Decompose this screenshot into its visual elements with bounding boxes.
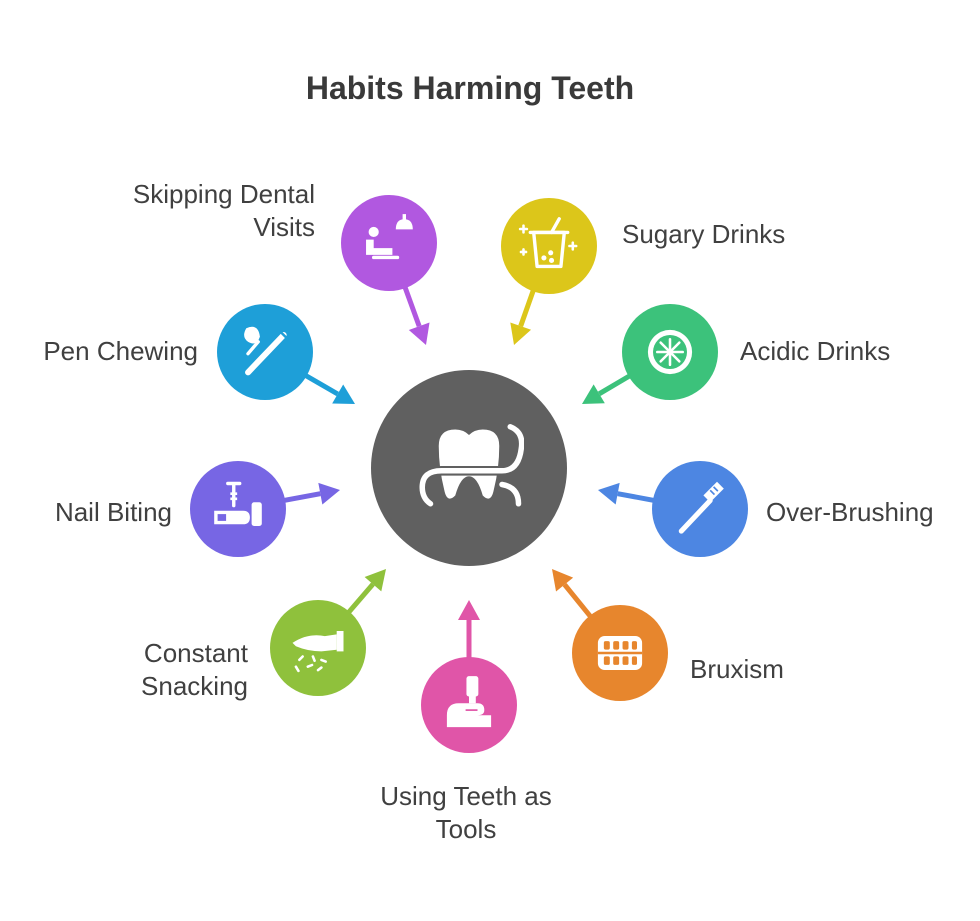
label-bruxism: Bruxism xyxy=(690,653,784,686)
arrow-head xyxy=(408,322,430,345)
label-line: Using Teeth as xyxy=(380,781,552,811)
label-line: Bruxism xyxy=(690,654,784,684)
arrow-shaft xyxy=(562,582,596,622)
label-over-brushing: Over-Brushing xyxy=(766,496,934,529)
arrow-nail-biting xyxy=(278,482,340,505)
arrow-head xyxy=(364,569,386,592)
arrow-sugary-drinks xyxy=(510,284,538,345)
node-sugary-drinks xyxy=(501,198,597,294)
label-line: Tools xyxy=(435,814,497,844)
citrus-slice-icon xyxy=(646,328,694,376)
center-hub xyxy=(371,370,567,566)
label-nail-biting: Nail Biting xyxy=(55,496,172,529)
arrow-head xyxy=(582,384,605,404)
node-skipping-dental-visits xyxy=(341,195,437,291)
arrow-constant-snacking xyxy=(343,569,386,618)
clenched-teeth-icon xyxy=(596,634,644,672)
arrow-shaft xyxy=(278,491,321,504)
arrow-shaft xyxy=(617,491,660,504)
node-pen-chewing xyxy=(217,304,313,400)
arrow-head xyxy=(510,322,532,345)
label-line: Snacking xyxy=(141,671,248,701)
label-line: Acidic Drinks xyxy=(740,336,891,366)
node-acidic-drinks xyxy=(622,304,718,400)
label-pen-chewing: Pen Chewing xyxy=(43,335,198,368)
arrow-bruxism xyxy=(552,569,596,622)
label-line: Skipping Dental xyxy=(132,179,315,209)
label-line: Pen Chewing xyxy=(43,336,198,366)
arrow-head xyxy=(458,600,480,620)
arrow-skipping-dental-visits xyxy=(400,281,430,345)
arrow-head xyxy=(332,384,355,404)
arrow-shaft xyxy=(343,582,375,618)
node-using-teeth-as-tools xyxy=(421,657,517,753)
label-acidic-drinks: Acidic Drinks xyxy=(740,335,890,368)
arrow-shaft xyxy=(300,370,339,397)
label-line: Nail Biting xyxy=(54,497,172,527)
label-line: Over-Brushing xyxy=(766,497,934,527)
label-line: Constant xyxy=(143,638,248,668)
arrow-shaft xyxy=(400,281,422,328)
node-bruxism xyxy=(572,605,668,701)
diagram-title: Habits Harming Teeth xyxy=(305,70,635,106)
node-circle xyxy=(341,195,437,291)
node-over-brushing xyxy=(652,461,748,557)
arrow-head xyxy=(598,482,620,505)
node-circle xyxy=(190,461,286,557)
arrow-head xyxy=(318,482,340,505)
arrow-using-teeth-as-tools xyxy=(458,600,480,663)
node-constant-snacking xyxy=(270,600,366,696)
arrow-pen-chewing xyxy=(300,370,355,404)
arrow-shaft xyxy=(597,371,636,396)
label-line: Visits xyxy=(253,212,315,242)
node-nail-biting xyxy=(190,461,286,557)
arrow-over-brushing xyxy=(598,482,660,505)
arrow-head xyxy=(552,569,574,592)
arrow-acidic-drinks xyxy=(582,371,636,404)
node-circle xyxy=(501,198,597,294)
label-sugary-drinks: Sugary Drinks xyxy=(622,218,785,251)
label-line: Sugary Drinks xyxy=(622,219,786,249)
arrow-shaft xyxy=(518,284,538,327)
